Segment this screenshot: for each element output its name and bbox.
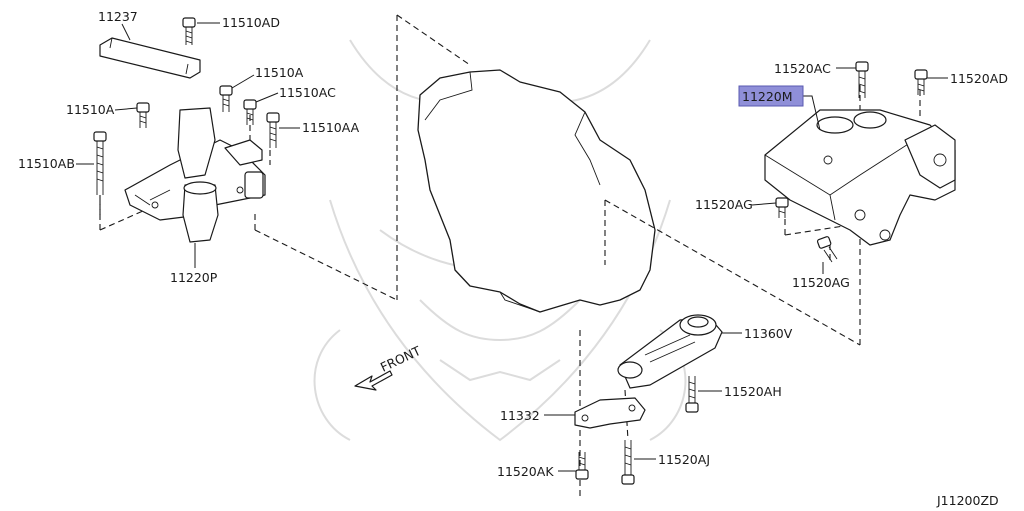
label-11520AG-upper[interactable]: 11520AG — [695, 197, 753, 212]
bolt-11510A-upper — [219, 85, 233, 112]
label-11237[interactable]: 11237 — [98, 9, 138, 24]
label-11520AH[interactable]: 11520AH — [724, 384, 782, 399]
leader-lines — [76, 22, 948, 472]
label-11510AC[interactable]: 11510AC — [279, 85, 336, 100]
front-direction-arrow — [354, 370, 393, 391]
torque-rod-11360V — [617, 314, 723, 389]
highlight-box-11220M — [738, 85, 804, 107]
label-11520AK[interactable]: 11520AK — [497, 464, 554, 479]
label-11520AJ[interactable]: 11520AJ — [658, 452, 710, 467]
label-11510AD[interactable]: 11510AD — [222, 15, 280, 30]
label-11220M[interactable]: 11220M — [742, 89, 793, 104]
bolt-11520AG-upper — [775, 197, 789, 218]
label-11510A-upper[interactable]: 11510A — [255, 65, 304, 80]
bolt-11510AD — [182, 17, 196, 45]
bolt-11520AH — [685, 376, 699, 413]
engine-outline — [417, 69, 656, 313]
bolt-11520AJ — [621, 440, 635, 485]
label-11520AD[interactable]: 11520AD — [950, 71, 1008, 86]
label-11332[interactable]: 11332 — [500, 408, 540, 423]
bracket-11237 — [99, 37, 201, 79]
bracket-11332 — [574, 397, 646, 429]
label-11510AB[interactable]: 11510AB — [18, 156, 75, 171]
bolt-11520AG-lower — [816, 236, 838, 263]
bolt-11510AB — [93, 131, 107, 195]
front-label: FRONT — [378, 343, 423, 375]
bolt-11520AK — [575, 452, 589, 480]
bolt-11510AC — [243, 99, 257, 125]
label-11510A-left[interactable]: 11510A — [66, 102, 115, 117]
right-engine-mount-11220M — [764, 109, 956, 246]
label-11520AG-lower[interactable]: 11520AG — [792, 275, 850, 290]
bolt-11520AD — [914, 69, 928, 95]
label-11220P[interactable]: 11220P — [170, 270, 218, 285]
label-11520AC[interactable]: 11520AC — [774, 61, 831, 76]
label-11510AA[interactable]: 11510AA — [302, 120, 360, 135]
label-11360V[interactable]: 11360V — [744, 326, 793, 341]
bolt-11510AA — [266, 112, 280, 148]
bolt-11520AC — [855, 61, 869, 98]
figure-code: J11200ZD — [936, 493, 999, 508]
left-engine-mount-11220P — [124, 107, 266, 243]
bolt-11510A-left — [136, 102, 150, 128]
